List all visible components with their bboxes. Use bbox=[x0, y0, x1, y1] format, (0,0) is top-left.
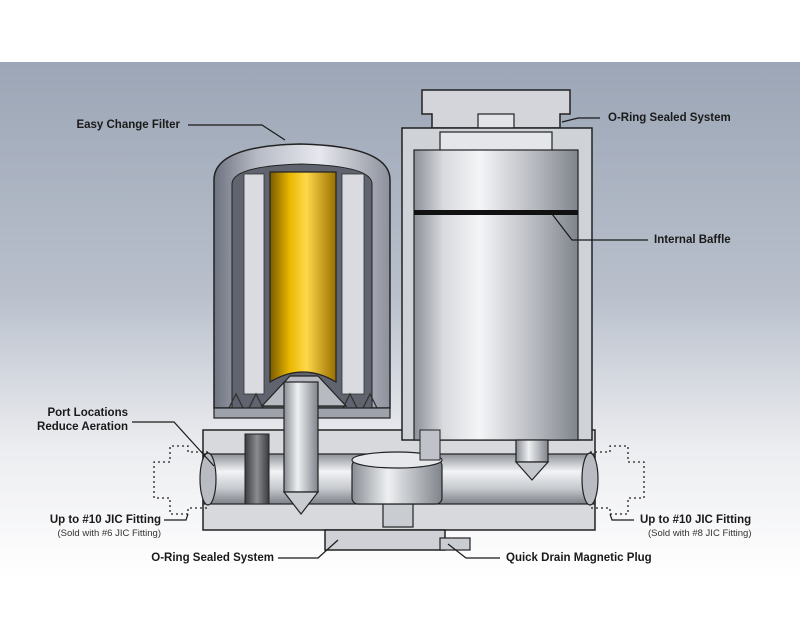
bottom-plate-right bbox=[439, 537, 471, 551]
leader-oring-top bbox=[561, 117, 600, 123]
filter-center-element bbox=[269, 171, 337, 384]
filter-outlet-tube bbox=[283, 381, 319, 493]
leader-right-fitting bbox=[609, 513, 634, 521]
cutaway-diagram bbox=[0, 62, 800, 578]
leader-baffle bbox=[551, 213, 648, 241]
reservoir-bottom-tip bbox=[514, 461, 550, 481]
label-port-locations-1: Port Locations bbox=[47, 407, 128, 419]
leader-left-fitting bbox=[164, 513, 189, 521]
return-port bbox=[244, 433, 270, 505]
left-fitting-outline bbox=[153, 445, 208, 515]
bottom-boss-left bbox=[324, 529, 446, 551]
label-internal-baffle: Internal Baffle bbox=[654, 234, 731, 246]
left-port-cap bbox=[199, 452, 217, 506]
filter-outlet-tip bbox=[282, 491, 320, 515]
label-right-fitting-sub: (Sold with #8 JIC Fitting) bbox=[648, 528, 752, 539]
label-easy-change-filter: Easy Change Filter bbox=[76, 119, 180, 131]
leader-oring-bottom bbox=[278, 539, 339, 559]
internal-baffle-band bbox=[414, 210, 578, 215]
label-left-fitting-sub: (Sold with #6 JIC Fitting) bbox=[57, 528, 161, 539]
leader-lines bbox=[132, 117, 648, 559]
right-port-cap bbox=[581, 452, 599, 506]
label-right-fitting: Up to #10 JIC Fitting bbox=[640, 514, 752, 526]
filter-media-right bbox=[341, 173, 365, 395]
reservoir-base bbox=[419, 429, 441, 461]
leader-port-locations bbox=[132, 421, 215, 467]
diagram-stage: Easy Change Filter O-Ring Sealed System … bbox=[0, 62, 800, 578]
filter-media-left bbox=[243, 173, 265, 395]
label-quick-drain: Quick Drain Magnetic Plug bbox=[506, 552, 652, 564]
label-left-fitting: Up to #10 JIC Fitting bbox=[49, 514, 161, 526]
leader-easy-change bbox=[188, 124, 286, 141]
right-fitting-outline bbox=[590, 445, 645, 515]
leader-quick-drain bbox=[447, 543, 500, 559]
label-oring-bottom: O-Ring Sealed System bbox=[151, 552, 274, 564]
reservoir-cylinder bbox=[413, 149, 579, 441]
label-port-locations-2: Reduce Aeration bbox=[37, 421, 128, 433]
reservoir-bottom-neck bbox=[515, 439, 549, 463]
label-oring-top: O-Ring Sealed System bbox=[608, 112, 731, 124]
reservoir-neck bbox=[439, 131, 553, 153]
